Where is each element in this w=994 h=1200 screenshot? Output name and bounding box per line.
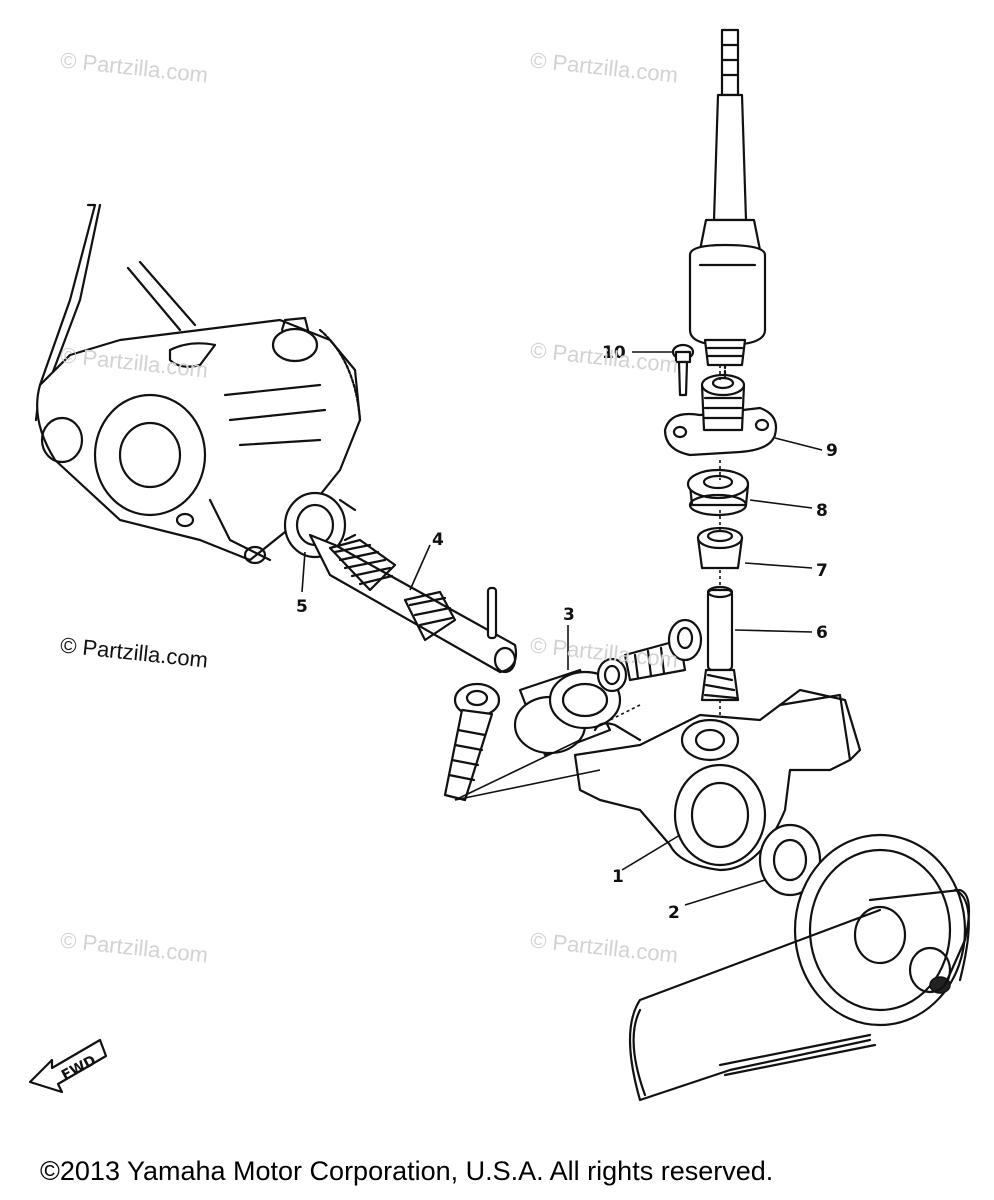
bushing-part-7: [696, 526, 744, 570]
callout-3: 3: [563, 605, 575, 625]
callout-8: 8: [816, 501, 828, 521]
callout-1: 1: [612, 867, 624, 887]
bolt-middle: [623, 618, 703, 682]
bushing-part-3: [513, 668, 622, 757]
fwd-arrow-badge: FWD: [28, 1038, 108, 1094]
callout-10: 10: [602, 343, 626, 363]
callout-leaders: [301, 351, 823, 906]
washer: [596, 657, 628, 693]
speedometer-cable: [688, 28, 767, 380]
seal-part-8: [686, 468, 750, 517]
callout-6: 6: [816, 623, 828, 643]
gear-housing-part-1: [573, 688, 862, 872]
oil-seal-part-5: [283, 491, 357, 559]
retainer-plate-part-9: [663, 373, 778, 457]
worm-shaft-part-4: [308, 533, 518, 674]
oil-seal-part-2: [758, 823, 822, 897]
bolt-left: [443, 682, 501, 802]
callout-7: 7: [816, 561, 828, 581]
copyright-notice: ©2013 Yamaha Motor Corporation, U.S.A. A…: [40, 1156, 774, 1186]
callout-labels: 1 2 3 4 5 6 7 8 9 10: [296, 343, 838, 923]
pin: [486, 586, 498, 640]
assembly-lines: [454, 365, 721, 801]
engine-block: [34, 203, 362, 565]
callout-2: 2: [668, 903, 680, 923]
driven-gear-part-6: [700, 585, 740, 702]
callout-9: 9: [826, 441, 838, 461]
callout-5: 5: [296, 597, 308, 617]
callout-4: 4: [432, 530, 444, 550]
pulley-and-cable: [628, 833, 971, 1102]
